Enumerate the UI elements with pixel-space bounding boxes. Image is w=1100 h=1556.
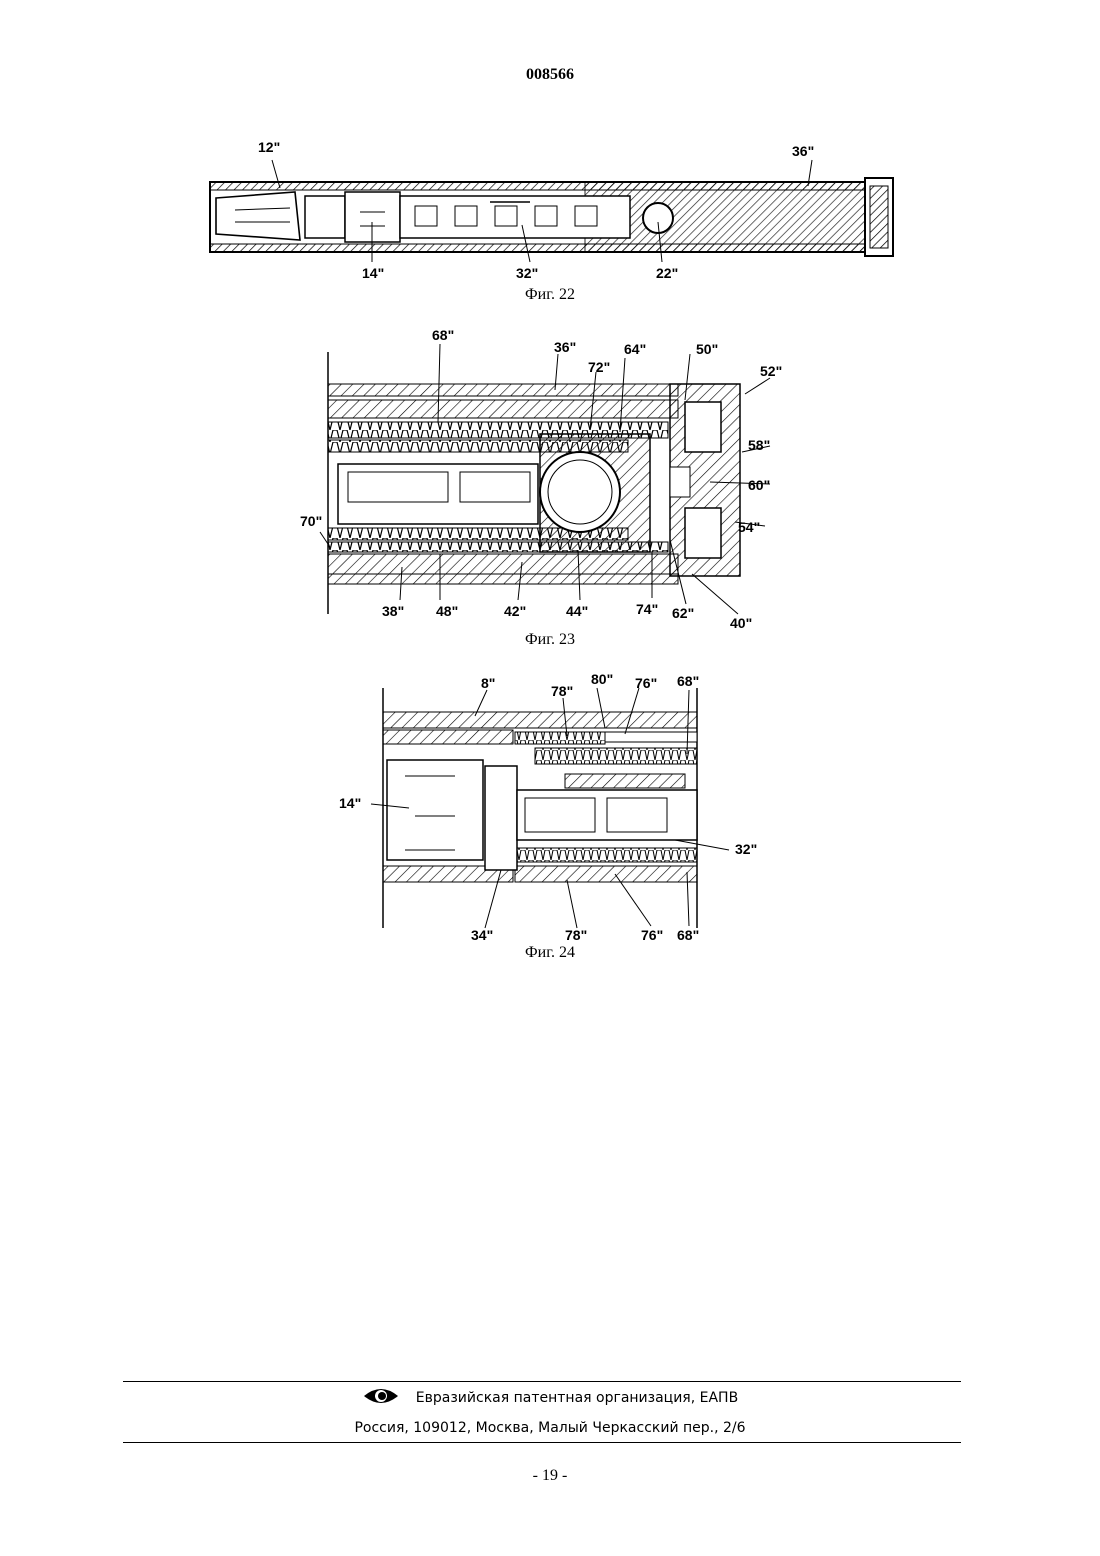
figure-24-drawing: 8" 80" 76" 68" 78" 14" 32" 34" 78" 76" 6… — [335, 670, 775, 946]
fig24-label-78-top: 78" — [551, 683, 573, 699]
footer-organization: Евразийская патентная организация, ЕАПВ — [0, 1386, 1100, 1410]
fig23-label-68: 68" — [432, 327, 454, 343]
fig22-label-22: 22" — [656, 265, 678, 281]
fig23-label-50: 50" — [696, 341, 718, 357]
document-number: 008566 — [0, 66, 1100, 84]
fig23-label-42: 42" — [504, 603, 526, 619]
fig23-label-44: 44" — [566, 603, 588, 619]
fig24-label-76-bottom: 76" — [641, 927, 663, 943]
fig24-label-78-bottom: 78" — [565, 927, 587, 943]
fig23-label-40: 40" — [730, 615, 752, 631]
page-number: - 19 - — [0, 1467, 1100, 1485]
footer-bottom-rule — [123, 1442, 961, 1443]
fig22-label-14: 14" — [362, 265, 384, 281]
fig24-label-32: 32" — [735, 841, 757, 857]
figure-24-caption: Фиг. 24 — [450, 944, 650, 962]
figure-22: 12" 36" 14" 32" 22" — [200, 130, 900, 290]
fig24-label-34: 34" — [471, 927, 493, 943]
figure-23-caption: Фиг. 23 — [450, 631, 650, 649]
figure-24: 8" 80" 76" 68" 78" 14" 32" 34" 78" 76" 6… — [335, 670, 775, 946]
fig24-label-80: 80" — [591, 671, 613, 687]
footer-address: Россия, 109012, Москва, Малый Черкасский… — [0, 1420, 1100, 1436]
footer-top-rule — [123, 1381, 961, 1382]
fig23-label-64: 64" — [624, 341, 646, 357]
fig23-label-60: 60" — [748, 477, 770, 493]
figure-23: 68" 36" 72" 64" 50" 52" 58" 60" 54" 70" … — [290, 322, 790, 634]
fig23-label-74: 74" — [636, 601, 658, 617]
fig23-label-70: 70" — [300, 513, 322, 529]
fig24-label-68-bottom: 68" — [677, 927, 699, 943]
fig24-label-8: 8" — [481, 675, 495, 691]
footer-organization-text: Евразийская патентная организация, ЕАПВ — [416, 1390, 738, 1406]
fig23-label-48: 48" — [436, 603, 458, 619]
fig23-label-72: 72" — [588, 359, 610, 375]
figure-23-drawing: 68" 36" 72" 64" 50" 52" 58" 60" 54" 70" … — [290, 322, 790, 634]
eapo-eye-logo-icon — [362, 1386, 400, 1410]
fig24-label-76-top: 76" — [635, 675, 657, 691]
figure-22-drawing: 12" 36" 14" 32" 22" — [200, 130, 900, 290]
fig23-label-62: 62" — [672, 605, 694, 621]
fig23-label-36: 36" — [554, 339, 576, 355]
fig24-label-14: 14" — [339, 795, 361, 811]
fig22-label-36: 36" — [792, 143, 814, 159]
fig23-label-52: 52" — [760, 363, 782, 379]
figure-22-caption: Фиг. 22 — [450, 286, 650, 304]
fig23-label-54: 54" — [738, 519, 760, 535]
fig22-label-12: 12" — [258, 139, 280, 155]
fig23-label-58: 58" — [748, 437, 770, 453]
fig24-label-68-top: 68" — [677, 673, 699, 689]
fig22-label-32: 32" — [516, 265, 538, 281]
fig23-label-38: 38" — [382, 603, 404, 619]
